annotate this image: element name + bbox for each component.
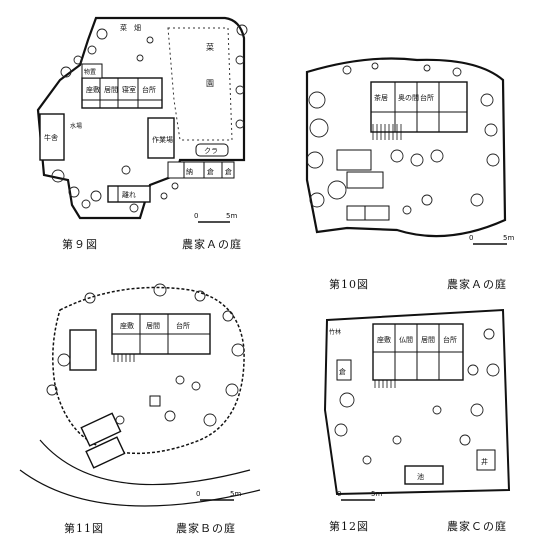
f10-scale-zero: 0 — [196, 490, 200, 498]
f11-scale-label: 5m — [503, 234, 514, 242]
figure-12: 座敷 仏間 居間 台所 竹林 倉 井 池 0 5m 第12図 農家Ｃの庭 — [277, 290, 554, 549]
f9-barn-label: 作業場 — [152, 135, 173, 144]
f12-left-box: 倉 — [339, 367, 346, 376]
f9-caption: 農家Ａの庭 — [182, 238, 242, 251]
f12-bottom-box: 池 — [417, 472, 424, 481]
f12-number-label: 第12図 — [329, 520, 369, 533]
f12-scale-label: 5m — [371, 490, 382, 498]
f10-room-2: 居間 — [146, 322, 160, 330]
figure-11-plan: 茶居 奥の間 台所 0 5m — [305, 57, 514, 245]
f9-bottom-room-2: 倉 — [207, 167, 214, 176]
f9-bottom-room-1: 納 — [186, 167, 193, 176]
f12-scale-zero: 0 — [337, 490, 341, 498]
f9-field-right-label-1: 菜 — [206, 42, 214, 52]
f12-caption: 農家Ｃの庭 — [447, 520, 507, 533]
f12-room-1: 座敷 — [377, 335, 391, 344]
f11-scale-zero: 0 — [469, 234, 473, 242]
f10-number-label: 第11図 — [64, 522, 104, 535]
f12-room-2: 仏間 — [399, 336, 413, 344]
figure-10-plan: 座敷 居間 台所 0 5m — [19, 283, 261, 507]
f9-bottom-room-3: 倉 — [225, 167, 232, 176]
f11-room-3: 台所 — [420, 93, 434, 102]
f9-room-4: 台所 — [142, 85, 156, 94]
f9-number-label: 第９図 — [62, 238, 98, 251]
f9-scale-zero: 0 — [194, 212, 198, 220]
f12-room-3: 居間 — [421, 336, 435, 344]
f10-room-3: 台所 — [176, 321, 190, 330]
f12-room-4: 台所 — [443, 335, 457, 344]
f9-field-top-label: 菜 畑 — [120, 23, 141, 32]
f11-room-2: 奥の間 — [398, 93, 419, 102]
f10-scale-label: 5m — [230, 490, 241, 498]
f9-room-1: 座敷 — [86, 85, 100, 94]
f10-caption: 農家Ｂの庭 — [176, 522, 236, 535]
f9-room-3: 寝室 — [122, 85, 136, 94]
figure-10: 座敷 居間 台所 0 5m 第11図 農家Ｂの庭 — [0, 270, 277, 549]
f9-scale-label: 5m — [226, 212, 237, 220]
f9-field-right-label-2: 園 — [206, 79, 214, 88]
f9-west-room-label: 牛舎 — [44, 133, 58, 142]
f11-number-label: 第10図 — [329, 278, 369, 291]
f9-wash-label: 水場 — [70, 122, 82, 130]
f11-room-1: 茶居 — [374, 93, 388, 102]
f9-room-2: 居間 — [104, 86, 118, 94]
figure-12-plan: 座敷 仏間 居間 台所 竹林 倉 井 池 0 5m — [323, 308, 511, 501]
f9-kura-label: クラ — [204, 147, 218, 155]
f9-annex-label: 離れ — [122, 190, 136, 199]
f12-right-box: 井 — [481, 457, 488, 466]
figure-9: 菜 畑 菜 園 物置 座敷 居間 寝室 台所 作業場 水場 クラ 納 倉 倉 離… — [0, 0, 277, 260]
f12-bamboo: 竹林 — [329, 328, 341, 336]
f10-room-1: 座敷 — [120, 321, 134, 330]
f9-storage-label: 物置 — [84, 68, 96, 76]
figure-11: 茶居 奥の間 台所 0 5m 第10図 農家Ａの庭 — [277, 0, 554, 291]
figure-9-plan: 菜 畑 菜 園 物置 座敷 居間 寝室 台所 作業場 水場 クラ 納 倉 倉 離… — [36, 16, 248, 223]
f11-caption: 農家Ａの庭 — [447, 278, 507, 291]
